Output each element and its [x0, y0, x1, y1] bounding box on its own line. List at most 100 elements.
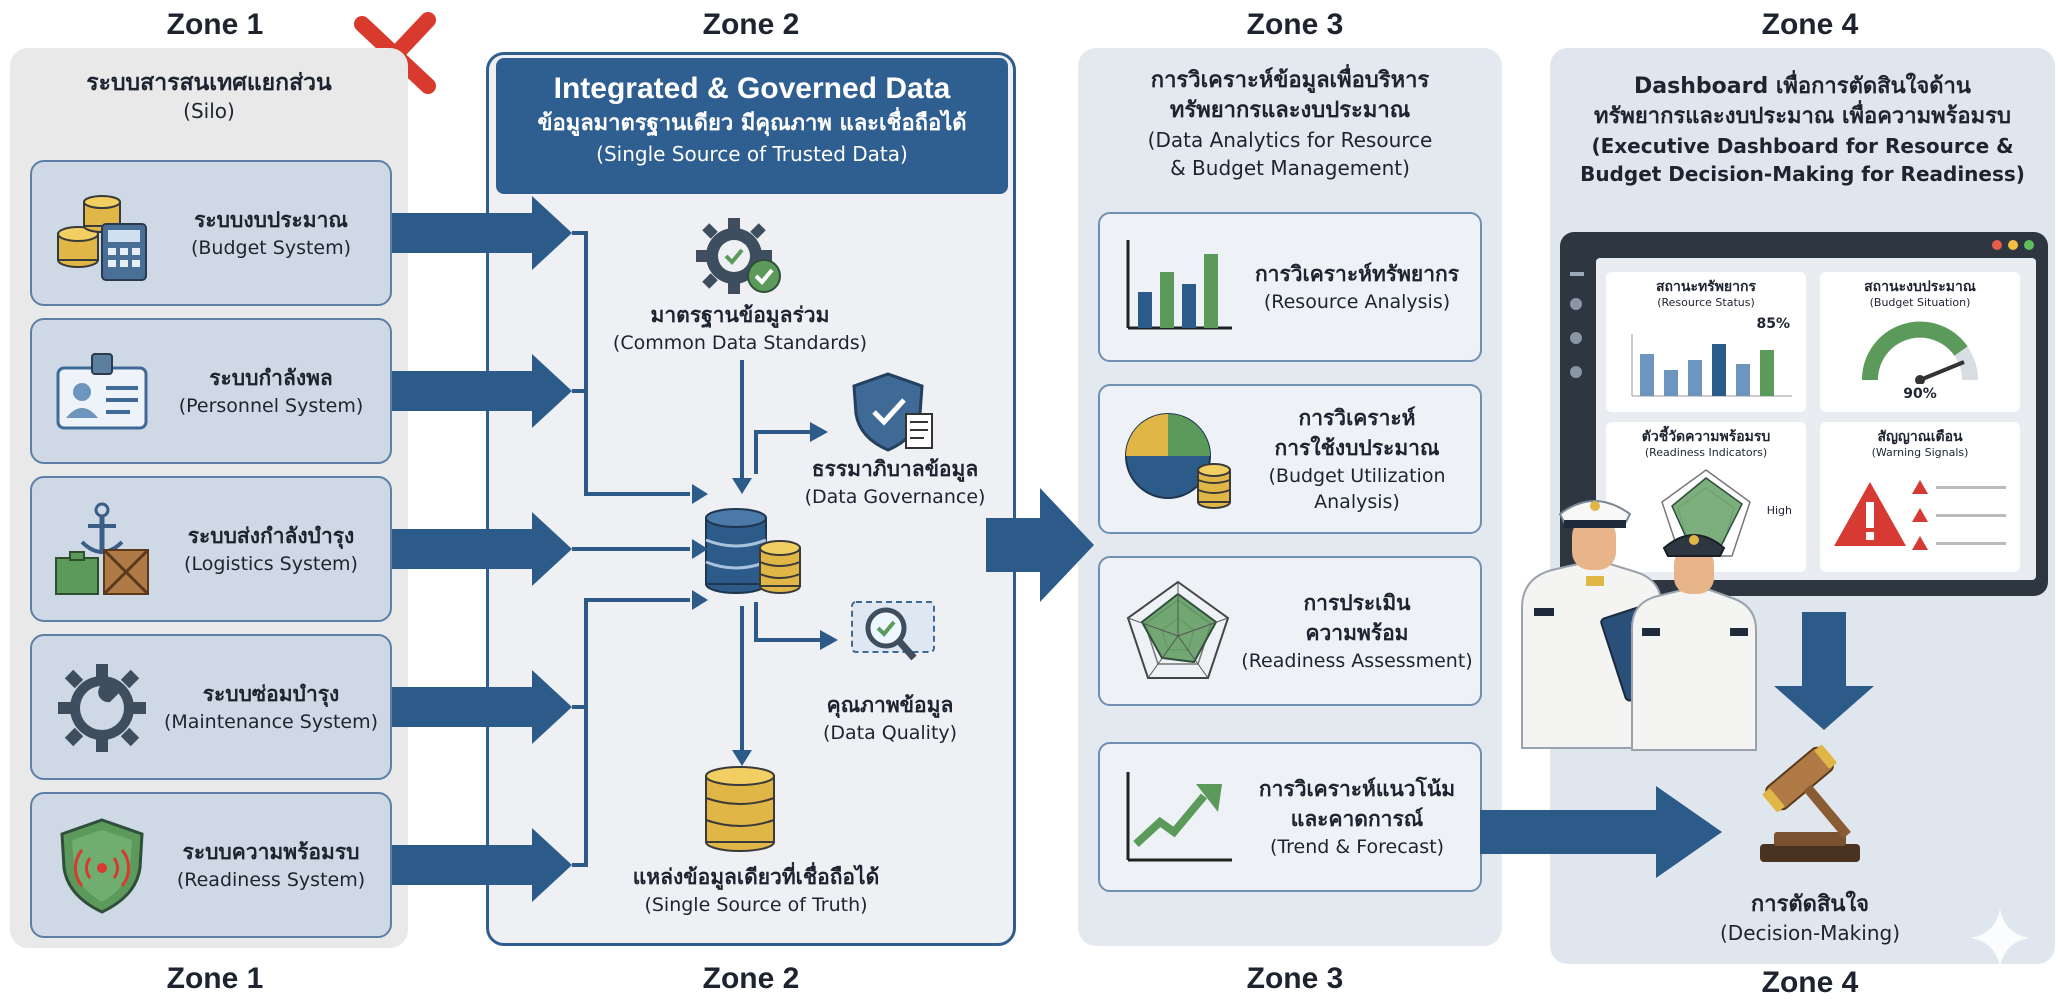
maintenance-system-box[interactable]: ระบบซ่อมบำรุง (Maintenance System)	[30, 634, 392, 780]
connector-budget	[572, 231, 690, 496]
arrowhead-db-mid	[692, 539, 708, 559]
resource-analysis-th: การวิเคราะห์ทรัพยากร	[1254, 262, 1460, 286]
resource-status-en: (Resource Status)	[1657, 296, 1755, 309]
trend-forecast-th2: และคาดการณ์	[1290, 807, 1424, 831]
personnel-system-th: ระบบกำลังพล	[209, 366, 333, 390]
zone-4-label-top: Zone 4	[1761, 8, 1859, 41]
readiness-assessment-th1: การประเมิน	[1303, 591, 1411, 615]
shield-radar-icon	[60, 818, 144, 914]
resource-status-card[interactable]: สถานะทรัพยากร (Resource Status) 85%	[1606, 272, 1806, 412]
zone-3-label-top: Zone 3	[1246, 8, 1344, 41]
zone-2-header: Integrated & Governed Data ข้อมูลมาตรฐาน…	[496, 58, 1008, 194]
database-gold-icon	[705, 508, 801, 594]
arrow-trend-to-decision	[1480, 786, 1722, 878]
window-dots	[1992, 240, 2034, 250]
trend-arrow-icon	[1126, 772, 1232, 862]
zone-4-title: Dashboard เพื่อการตัดสินใจด้าน ทรัพยากรแ…	[1550, 72, 2055, 188]
decision-en: (Decision-Making)	[1720, 921, 1900, 945]
resource-analysis-en: (Resource Analysis)	[1263, 291, 1451, 313]
data-governance-en: (Data Governance)	[804, 486, 986, 508]
coins-calculator-icon	[57, 195, 147, 281]
zone-1-title-th: ระบบสารสนเทศแยกส่วน	[86, 70, 332, 96]
budget-situation-card[interactable]: สถานะงบประมาณ (Budget Situation) 90%	[1820, 272, 2020, 412]
maintenance-system-th: ระบบซ่อมบำรุง	[202, 682, 340, 706]
common-standards-en: (Common Data Standards)	[612, 332, 868, 354]
data-governance-label: ธรรมาภิบาลข้อมูล (Data Governance)	[780, 454, 1010, 510]
readiness-system-box[interactable]: ระบบความพร้อมรบ (Readiness System)	[30, 792, 392, 938]
budget-utilization-box[interactable]: การวิเคราะห์ การใช้งบประมาณ (Budget Util…	[1098, 384, 1482, 534]
warning-signals-card[interactable]: สัญญาณเตือน (Warning Signals)	[1820, 422, 2020, 572]
zone-1-label-bottom: Zone 1	[166, 962, 264, 995]
zone-3-title-th1: การวิเคราะห์ข้อมูลเพื่อบริหาร	[1150, 68, 1430, 93]
connector-maintenance	[572, 598, 690, 709]
data-quality-en: (Data Quality)	[822, 722, 958, 744]
zone-3-title-en1: (Data Analytics for Resource	[1147, 128, 1433, 152]
mini-bar-chart	[1631, 334, 1792, 397]
warning-list-icon	[1912, 480, 2006, 550]
readiness-assessment-box[interactable]: การประเมิน ความพร้อม (Readiness Assessme…	[1098, 556, 1482, 706]
zone-1-title: ระบบสารสนเทศแยกส่วน (Silo)	[10, 68, 408, 124]
budget-situation-th: สถานะงบประมาณ	[1864, 279, 1976, 295]
trend-forecast-th1: การวิเคราะห์แนวโน้ม	[1258, 777, 1456, 801]
zone-3-label-bottom: Zone 3	[1246, 962, 1344, 995]
data-governance-th: ธรรมาภิบาลข้อมูล	[811, 457, 979, 481]
warning-triangle-icon	[1834, 482, 1906, 546]
data-quality-label: คุณภาพข้อมูล (Data Quality)	[790, 690, 990, 746]
zone-2-label-top: Zone 2	[702, 8, 800, 41]
arrowhead-db-top	[692, 484, 708, 504]
zone-3-title-th2: ทรัพยากรและงบประมาณ	[1169, 98, 1411, 123]
gavel-icon	[1760, 745, 1860, 862]
zone-1-title-en: (Silo)	[183, 99, 235, 123]
arrow-personnel	[392, 354, 572, 428]
arrow-logistics	[392, 512, 572, 586]
budget-system-en: (Budget System)	[190, 237, 352, 259]
personnel-system-box[interactable]: ระบบกำลังพล (Personnel System)	[30, 318, 392, 464]
budget-gauge	[1861, 321, 1978, 384]
dashboard-screen: สถานะทรัพยากร (Resource Status) 85% สถาน…	[1560, 232, 2048, 596]
zone-4-title-3: (Executive Dashboard for Resource &	[1591, 134, 2014, 158]
budget-system-box[interactable]: ระบบงบประมาณ (Budget System)	[30, 160, 392, 306]
trend-forecast-en: (Trend & Forecast)	[1269, 836, 1445, 858]
zone-3-title-en2: & Budget Management)	[1170, 156, 1410, 180]
zone-1-label-top: Zone 1	[166, 8, 264, 41]
id-card-icon	[56, 353, 148, 430]
anchor-crates-icon	[55, 502, 150, 596]
arrowhead-truth	[732, 750, 752, 766]
budget-utilization-en1: (Budget Utilization	[1268, 465, 1446, 487]
zone-2-header-en: Integrated & Governed Data	[553, 72, 951, 105]
shield-document-icon	[852, 372, 933, 452]
readiness-system-th: ระบบความพร้อมรบ	[182, 840, 360, 864]
arrowhead-governance	[810, 422, 828, 442]
arrowhead-db-bot	[692, 590, 708, 610]
connector-to-quality	[754, 602, 820, 642]
radar-chart-icon	[1126, 580, 1230, 679]
arrowhead-standards	[732, 478, 752, 494]
personnel-system-en: (Personnel System)	[178, 395, 364, 417]
single-source-label: แหล่งข้อมูลเดียวที่เชื่อถือได้ (Single S…	[566, 862, 946, 918]
maintenance-system-en: (Maintenance System)	[163, 711, 379, 733]
arrow-maintenance	[392, 670, 572, 744]
common-standards-th: มาตรฐานข้อมูลร่วม	[650, 303, 830, 327]
logistics-system-th: ระบบส่งกำลังบำรุง	[187, 524, 355, 548]
budget-utilization-en2: Analysis)	[1314, 491, 1400, 513]
budget-situation-pct: 90%	[1903, 386, 1937, 402]
warning-signals-th: สัญญาณเตือน	[1877, 429, 1963, 445]
sidebar-rail	[1570, 272, 1588, 400]
decision-th: การตัดสินใจ	[1750, 892, 1870, 917]
readiness-assessment-en: (Readiness Assessment)	[1241, 650, 1473, 672]
arrow-zone2-to-zone3	[986, 488, 1094, 602]
gear-check-icon	[696, 218, 781, 294]
logistics-system-en: (Logistics System)	[184, 553, 358, 575]
zone-2-label-bottom: Zone 2	[702, 962, 800, 995]
resource-analysis-box[interactable]: การวิเคราะห์ทรัพยากร (Resource Analysis)	[1098, 212, 1482, 362]
logistics-system-box[interactable]: ระบบส่งกำลังบำรุง (Logistics System)	[30, 476, 392, 622]
trend-forecast-box[interactable]: การวิเคราะห์แนวโน้ม และคาดการณ์ (Trend &…	[1098, 742, 1482, 892]
budget-system-th: ระบบงบประมาณ	[194, 208, 348, 232]
readiness-indicators-th: ตัวชี้วัดความพร้อมรบ	[1641, 429, 1771, 445]
resource-status-th: สถานะทรัพยากร	[1655, 279, 1756, 295]
sparkle-icon	[1970, 908, 2030, 968]
bar-chart-icon	[1126, 240, 1232, 330]
zone-2-header-th: ข้อมูลมาตรฐานเดียว มีคุณภาพ และเชื่อถือไ…	[537, 111, 967, 136]
budget-situation-en: (Budget Situation)	[1869, 296, 1971, 309]
